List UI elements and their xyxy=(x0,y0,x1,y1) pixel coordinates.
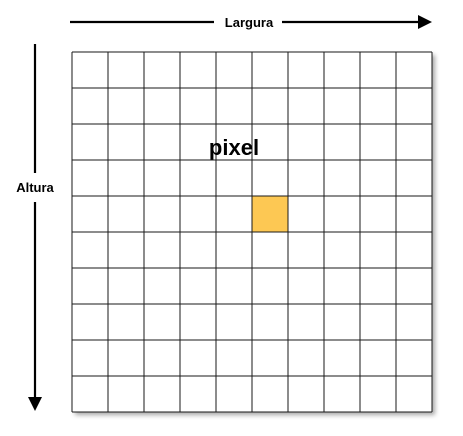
width-arrow-head xyxy=(418,15,432,29)
height-arrow xyxy=(28,44,42,411)
width-label: Largura xyxy=(225,15,274,30)
highlighted-pixel-cell xyxy=(252,196,288,232)
height-arrow-head xyxy=(28,397,42,411)
pixel-label: pixel xyxy=(209,135,259,160)
width-arrow xyxy=(70,15,432,29)
pixel-grid xyxy=(71,51,433,413)
height-label: Altura xyxy=(16,180,54,195)
